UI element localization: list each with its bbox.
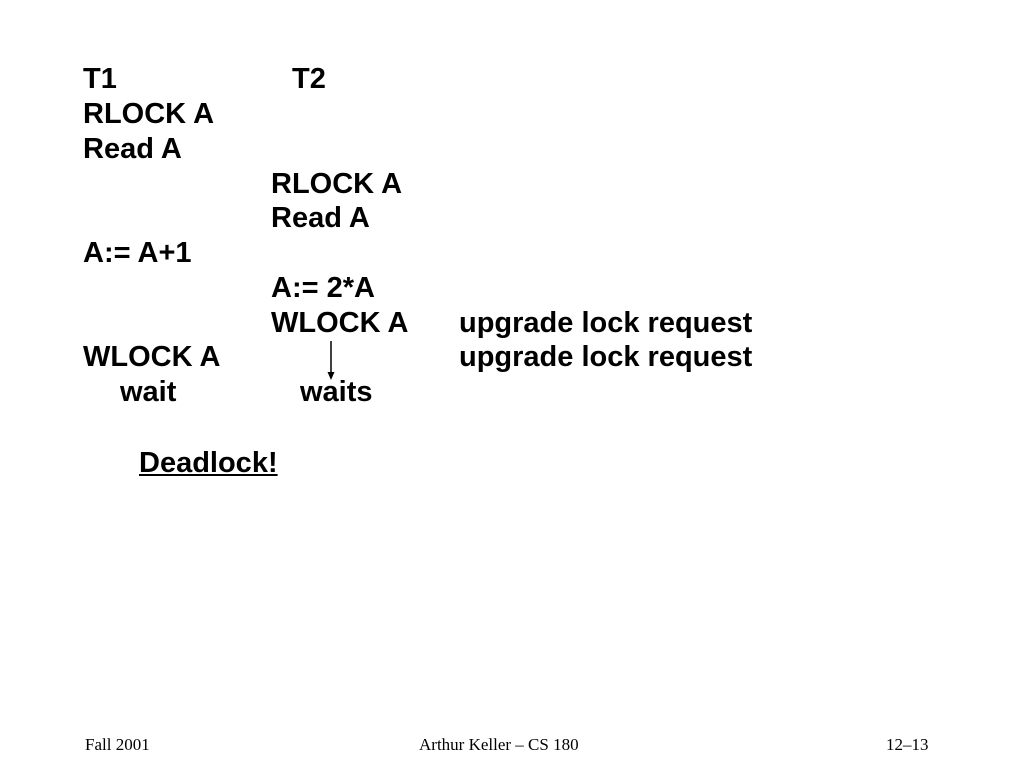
t2-read: Read A <box>271 202 370 234</box>
t1-assign: A:= A+1 <box>83 237 192 269</box>
t1-header: T1 <box>83 63 117 95</box>
t2-header: T2 <box>292 63 326 95</box>
t2-assign: A:= 2*A <box>271 272 375 304</box>
t2-wlock: WLOCK A <box>271 307 409 339</box>
footer-page-number: 12–13 <box>886 735 929 754</box>
down-arrow-icon <box>327 341 335 380</box>
t1-read: Read A <box>83 133 182 165</box>
upgrade-note-2: upgrade lock request <box>459 341 753 373</box>
t1-wlock: WLOCK A <box>83 341 221 373</box>
footer-left: Fall 2001 <box>85 735 150 754</box>
t2-waits: waits <box>300 376 373 408</box>
t1-rlock: RLOCK A <box>83 98 215 130</box>
upgrade-note-1: upgrade lock request <box>459 307 753 339</box>
t1-wait: wait <box>120 376 177 408</box>
deadlock-conclusion: Deadlock! <box>139 447 278 479</box>
t2-rlock: RLOCK A <box>271 168 403 200</box>
footer-center: Arthur Keller – CS 180 <box>419 735 579 754</box>
